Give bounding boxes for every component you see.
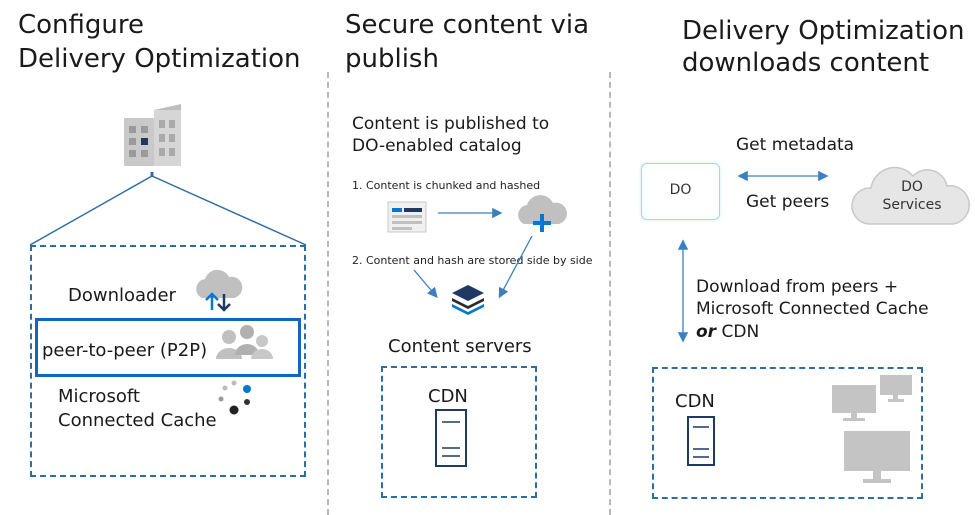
do-client-label: DO <box>669 182 692 198</box>
col2-title-line1: Secure content via <box>345 10 590 40</box>
peers-box <box>652 367 923 499</box>
col3-title-line2: downloads content <box>682 48 930 78</box>
download-or-label: or <box>696 322 717 342</box>
download-label-line1: Download from peers + <box>696 277 899 297</box>
col2-server-icon <box>435 409 467 467</box>
col3-title-line1: Delivery Optimization <box>682 16 965 46</box>
cloud-plus-icon <box>518 195 567 232</box>
col2-title-line2: publish <box>345 44 439 74</box>
downloader-label: Downloader <box>68 285 176 306</box>
do-services-label-line1: DO <box>901 179 923 195</box>
col3-cdn-label: CDN <box>675 391 715 412</box>
col2-cdn-label: CDN <box>428 386 468 407</box>
get-peers-label: Get peers <box>746 192 830 212</box>
content-servers-box <box>381 366 537 498</box>
layers-icon <box>452 285 484 315</box>
connected-cache-icon <box>218 380 251 415</box>
download-cdn-label: CDN <box>716 322 760 342</box>
mcc-label-line2: Connected Cache <box>58 410 217 431</box>
download-label-line2: Microsoft Connected Cache <box>696 299 929 319</box>
people-icon <box>216 325 273 359</box>
do-services-label-line2: Services <box>882 197 942 213</box>
document-icon <box>387 201 427 233</box>
client-scope-box <box>30 245 306 477</box>
get-metadata-label: Get metadata <box>736 135 855 155</box>
monitor-icon-small-1 <box>832 385 876 421</box>
step-2-label: 2. Content and hash are stored side by s… <box>352 254 593 267</box>
step-1-label: 1. Content is chunked and hashed <box>352 179 541 192</box>
column-divider-1 <box>327 72 329 515</box>
published-label-line1: Content is published to <box>352 114 550 134</box>
col3-server-icon <box>687 416 715 466</box>
mcc-label-line1: Microsoft <box>58 386 140 407</box>
download-label-line3: or CDN <box>696 321 759 343</box>
do-services-cloud-icon <box>851 166 970 225</box>
col1-title-line1: Configure <box>18 10 145 40</box>
published-label-line2: DO-enabled catalog <box>352 136 522 156</box>
p2p-label: peer-to-peer (P2P) <box>42 340 208 361</box>
col1-title-line2: Delivery Optimization <box>18 44 301 74</box>
downloader-icon <box>196 269 243 312</box>
column-divider-2 <box>609 72 611 515</box>
p2p-box <box>35 318 301 377</box>
do-client-box <box>641 163 720 220</box>
content-servers-label: Content servers <box>388 336 532 357</box>
monitor-icon-small-2 <box>880 375 912 402</box>
monitor-icon-large <box>844 431 910 483</box>
